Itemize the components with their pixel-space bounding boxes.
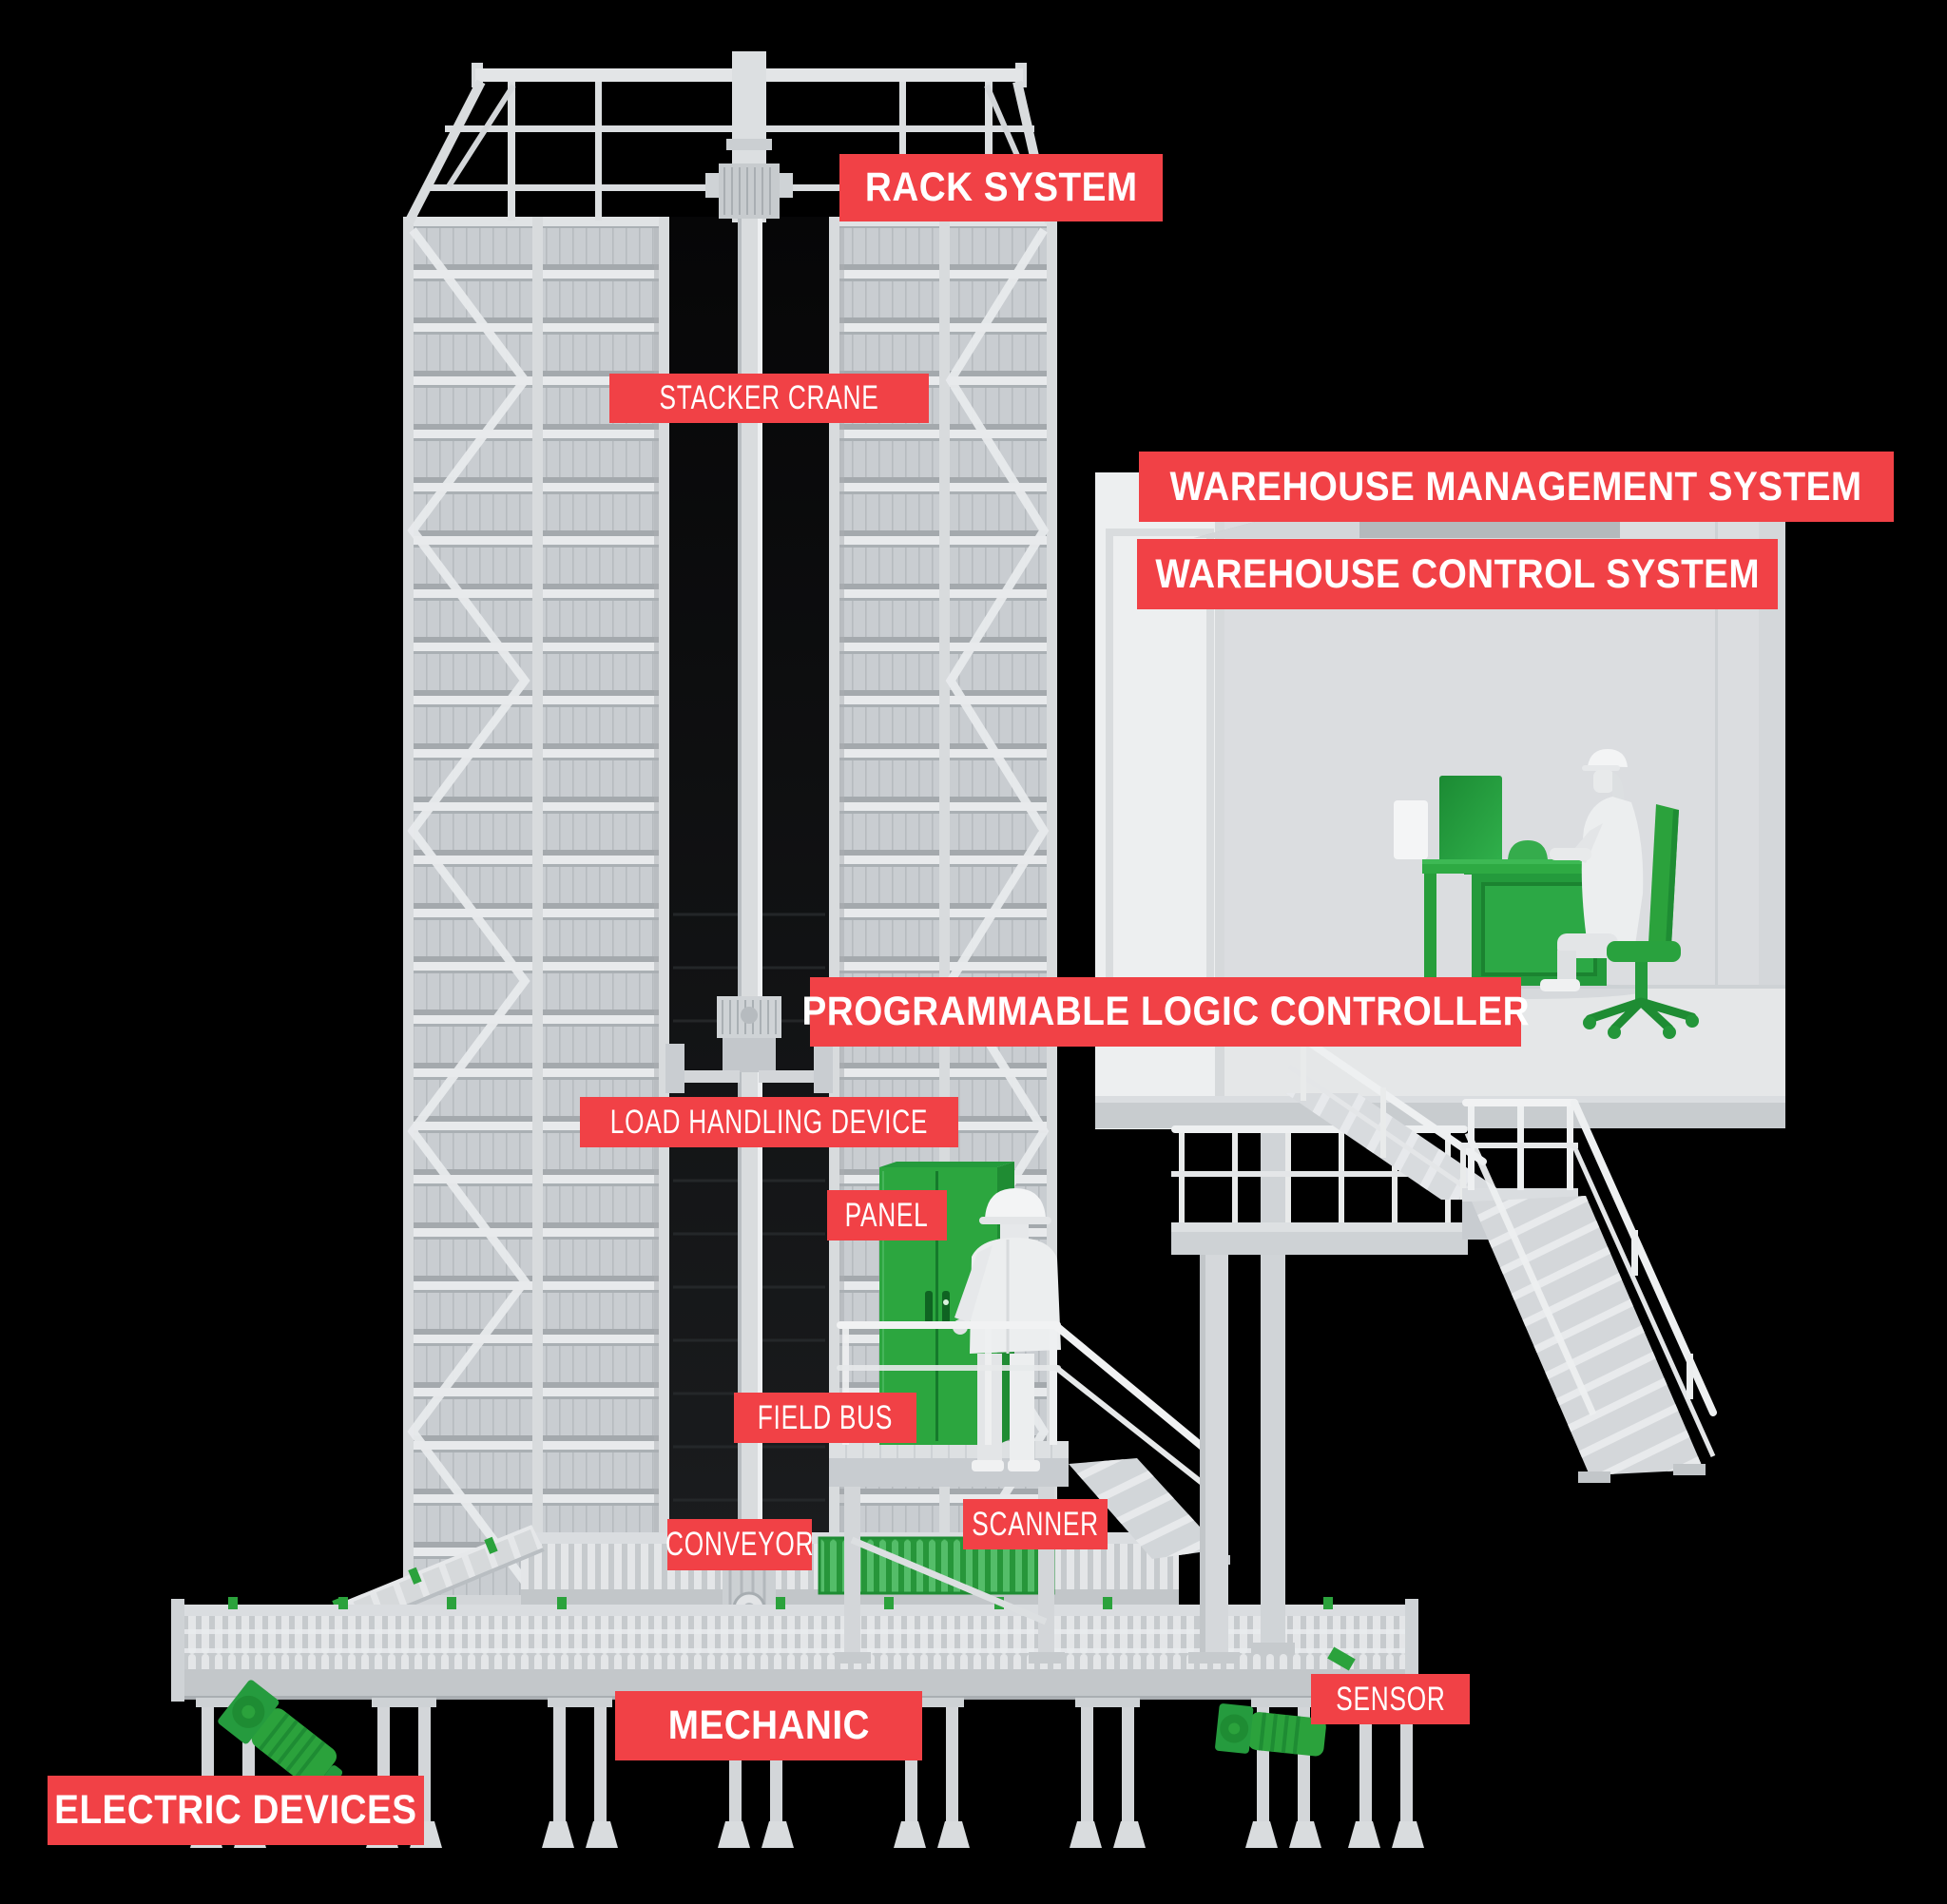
- label-rack-system-text: RACK SYSTEM: [864, 164, 1138, 210]
- label-rack-system: RACK SYSTEM: [839, 154, 1163, 221]
- label-sensor-text: SENSOR: [1335, 1680, 1446, 1718]
- label-mechanic: MECHANIC: [615, 1691, 922, 1760]
- label-warehouse-management-system-text: WAREHOUSE MANAGEMENT SYSTEM: [1169, 463, 1863, 510]
- label-electric-devices-text: ELECTRIC DEVICES: [54, 1787, 417, 1833]
- label-mechanic-text: MECHANIC: [667, 1702, 870, 1748]
- office-operator-figure: [1540, 749, 1644, 991]
- office-desk: [1422, 776, 1610, 986]
- label-scanner-text: SCANNER: [972, 1505, 1099, 1543]
- load-handling-device-carriage: [665, 996, 833, 1093]
- label-warehouse-control-system-text: WAREHOUSE CONTROL SYSTEM: [1155, 550, 1760, 597]
- electric-motor-left: [218, 1680, 343, 1789]
- label-sensor: SENSOR: [1311, 1674, 1470, 1724]
- stacker-crane-mast: [705, 51, 793, 1606]
- label-load-handling-device: LOAD HANDLING DEVICE: [580, 1097, 958, 1147]
- worker-platform: [829, 1441, 1069, 1664]
- label-conveyor: CONVEYOR: [665, 1519, 815, 1570]
- label-programmable-logic-controller: PROGRAMMABLE LOGIC CONTROLLER: [801, 977, 1529, 1047]
- mezzanine-stairs: [1171, 1025, 1717, 1664]
- label-stacker-crane-text: STACKER CRANE: [659, 379, 879, 416]
- label-electric-devices: ELECTRIC DEVICES: [48, 1776, 424, 1845]
- label-field-bus: FIELD BUS: [734, 1393, 916, 1443]
- label-panel: PANEL: [827, 1190, 947, 1240]
- platform-railing: [837, 1321, 1230, 1565]
- label-stacker-crane: STACKER CRANE: [609, 374, 929, 423]
- label-programmable-logic-controller-text: PROGRAMMABLE LOGIC CONTROLLER: [801, 989, 1530, 1034]
- label-load-handling-device-text: LOAD HANDLING DEVICE: [609, 1103, 929, 1141]
- label-panel-text: PANEL: [845, 1196, 929, 1234]
- label-warehouse-control-system: WAREHOUSE CONTROL SYSTEM: [1137, 539, 1778, 609]
- office-chair: [1583, 804, 1699, 1039]
- label-field-bus-text: FIELD BUS: [757, 1398, 894, 1436]
- label-scanner: SCANNER: [963, 1499, 1108, 1549]
- label-conveyor-text: CONVEYOR: [665, 1526, 815, 1563]
- electric-motor-right: [1215, 1703, 1326, 1757]
- label-warehouse-management-system: WAREHOUSE MANAGEMENT SYSTEM: [1139, 452, 1894, 522]
